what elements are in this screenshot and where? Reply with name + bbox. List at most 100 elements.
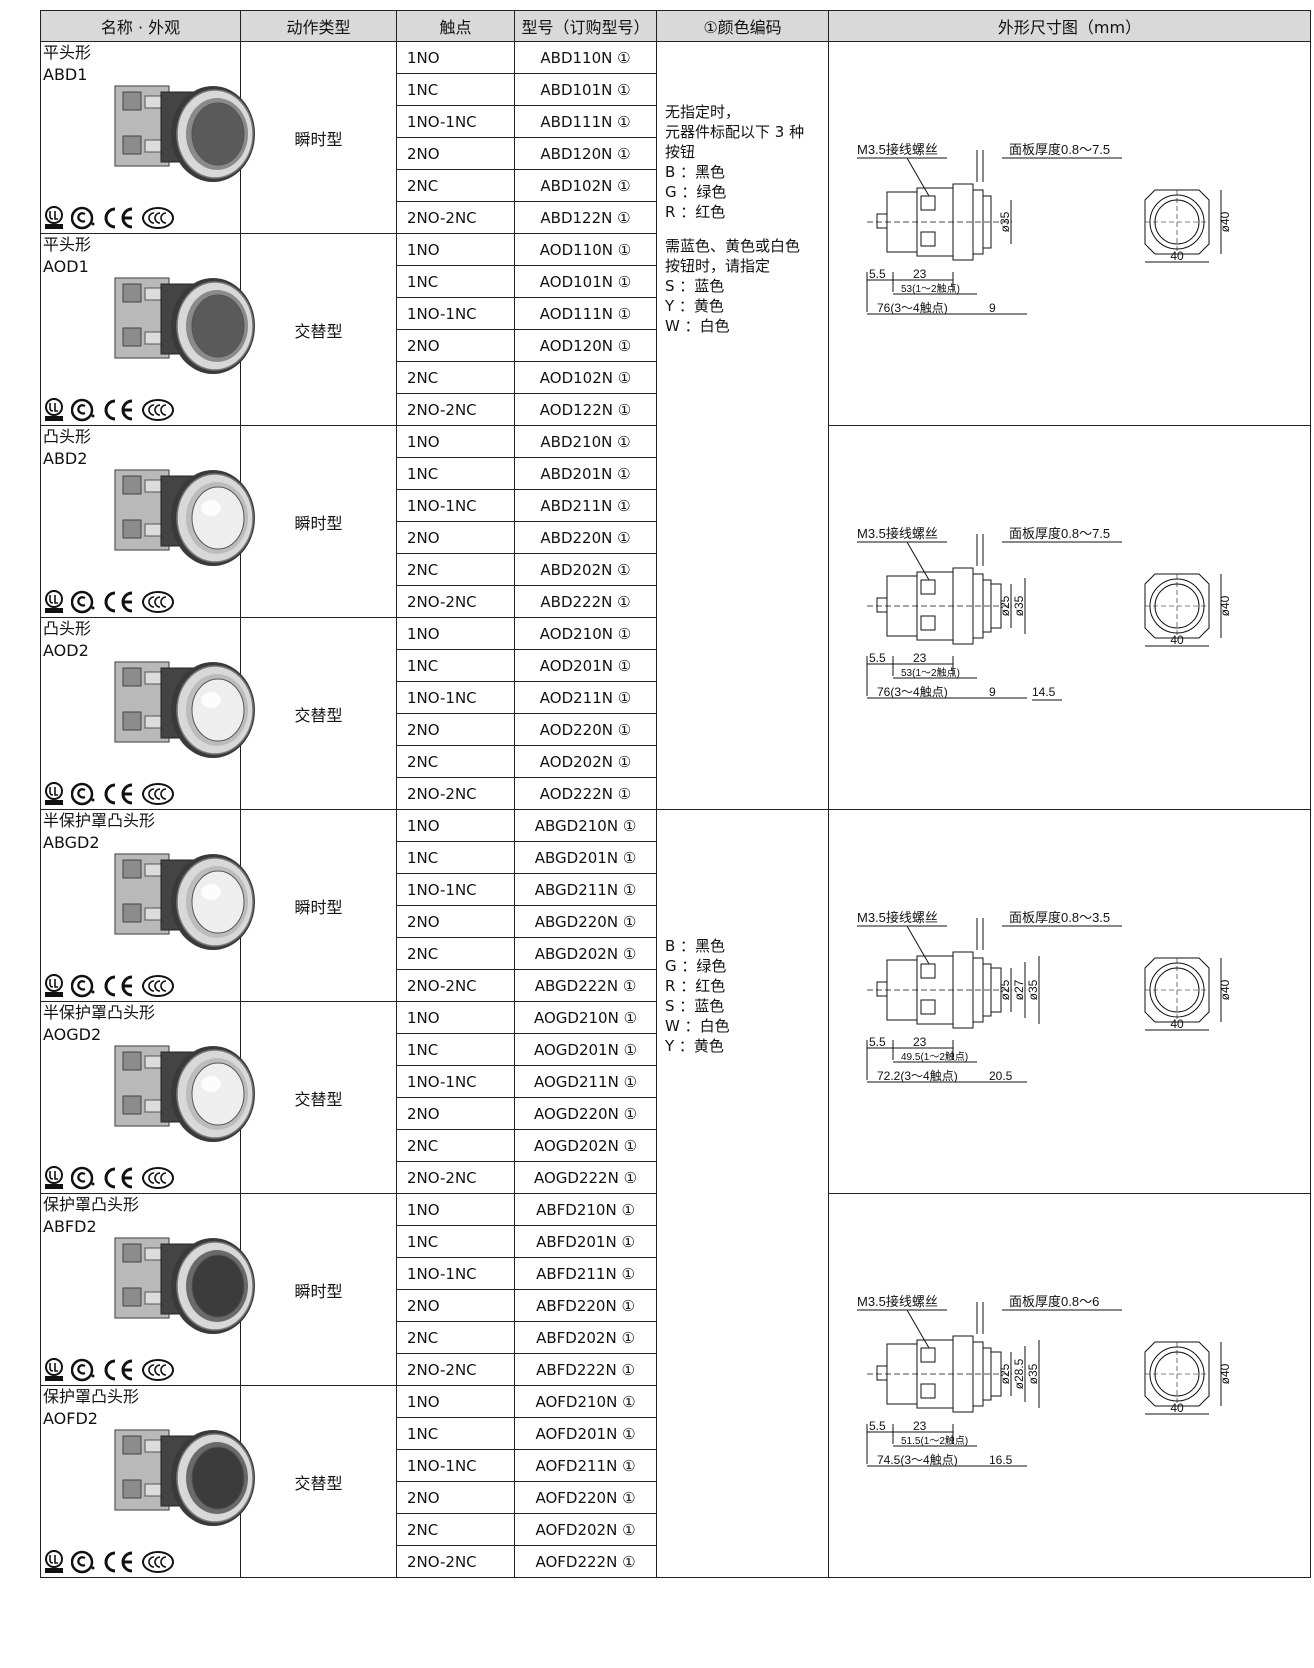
product-series-code: AOGD2: [43, 1025, 102, 1044]
push-button-photo: [114, 469, 255, 566]
contact-type: 1NO: [396, 1001, 515, 1034]
ce-mark-icon: [104, 1167, 133, 1189]
width-label: 40: [1170, 633, 1184, 647]
contact-type: 1NO-1NC: [396, 1449, 515, 1482]
color-note-line: 按钮: [665, 143, 696, 161]
csa-icon: [71, 1358, 95, 1382]
dim-label-2: 23: [913, 1035, 927, 1049]
ccc-icon: [142, 1167, 174, 1189]
model-number: ABD220N ①: [514, 521, 657, 554]
ul-listed-icon: [45, 782, 63, 805]
outer-diameter-label: ø40: [1218, 211, 1232, 232]
model-number: ABFD210N ①: [514, 1193, 657, 1226]
model-number: AOGD211N ①: [514, 1065, 657, 1098]
model-number: AOFD220N ①: [514, 1481, 657, 1514]
dim-label-5: 16.5: [989, 1453, 1013, 1467]
model-number: AOFD211N ①: [514, 1449, 657, 1482]
model-number: ABGD222N ①: [514, 969, 657, 1002]
dim-label-1: 5.5: [869, 1035, 886, 1049]
model-number: ABGD202N ①: [514, 937, 657, 970]
model-number: AOD102N ①: [514, 361, 657, 394]
certification-marks: [43, 1550, 175, 1574]
contact-type: 1NC: [396, 73, 515, 106]
csa-icon: [71, 206, 95, 230]
push-button-photo: [114, 661, 255, 758]
diameter-label: ø35: [1026, 1363, 1040, 1384]
contact-type: 2NO-2NC: [396, 1161, 515, 1194]
contact-type: 1NO-1NC: [396, 297, 515, 330]
contact-type: 2NO: [396, 329, 515, 362]
contact-type: 1NO: [396, 809, 515, 842]
push-button-photo: [114, 853, 255, 950]
ccc-icon: [142, 1359, 174, 1381]
diameter-label: ø25: [998, 1363, 1012, 1384]
certification-marks: [43, 590, 175, 614]
model-number: AOFD202N ①: [514, 1513, 657, 1546]
screw-label: M3.5接线螺丝: [857, 526, 938, 541]
color-note-line: W ：白色: [665, 317, 730, 335]
ccc-icon: [142, 207, 174, 229]
model-number: AOGD222N ①: [514, 1161, 657, 1194]
color-note-line: B ：黑色: [665, 163, 726, 181]
dim-label-4: 72.2(3～4触点): [877, 1069, 958, 1083]
panel-thickness-label: 面板厚度0.8～3.5: [1009, 910, 1110, 925]
product-series-code: AOFD2: [43, 1409, 98, 1428]
contact-type: 2NO: [396, 905, 515, 938]
action-type: 交替型: [240, 233, 397, 426]
dim-label-1: 5.5: [869, 1419, 886, 1433]
model-number: ABD110N ①: [514, 41, 657, 74]
ce-mark-icon: [104, 975, 133, 997]
color-note-line: G ：绿色: [665, 957, 727, 975]
model-number: ABD202N ①: [514, 553, 657, 586]
model-number: AOD111N ①: [514, 297, 657, 330]
contact-type: 1NC: [396, 265, 515, 298]
color-note-line: W ：白色: [665, 1017, 730, 1035]
model-number: ABD101N ①: [514, 73, 657, 106]
color-note-line: Y ：黄色: [665, 297, 724, 315]
contact-type: 1NC: [396, 1225, 515, 1258]
screw-label: M3.5接线螺丝: [857, 142, 938, 157]
ce-mark-icon: [104, 207, 133, 229]
color-note-line: B ：黑色: [665, 937, 726, 955]
color-note-line: G ：绿色: [665, 183, 727, 201]
contact-type: 2NO: [396, 1289, 515, 1322]
model-number: AOD211N ①: [514, 681, 657, 714]
model-number: AOGD220N ①: [514, 1097, 657, 1130]
color-note-line: Y ：黄色: [665, 1037, 724, 1055]
contact-type: 2NO: [396, 713, 515, 746]
product-name: 平头形: [43, 43, 92, 62]
product-name: 保护罩凸头形: [43, 1195, 140, 1214]
panel-thickness-label: 面板厚度0.8～7.5: [1009, 142, 1110, 157]
diameter-label: ø28.5: [1012, 1358, 1026, 1389]
contact-type: 2NO: [396, 1097, 515, 1130]
screw-label: M3.5接线螺丝: [857, 910, 938, 925]
model-number: ABGD201N ①: [514, 841, 657, 874]
ul-listed-icon: [45, 1358, 63, 1381]
model-number: ABD201N ①: [514, 457, 657, 490]
contact-type: 1NO-1NC: [396, 489, 515, 522]
width-label: 40: [1170, 249, 1184, 263]
model-number: ABGD210N ①: [514, 809, 657, 842]
contact-type: 1NC: [396, 841, 515, 874]
dim-label-3: 53(1～2触点): [901, 282, 960, 295]
product-table: 名称 · 外观 动作类型 触点 型号（订购型号） ①颜色编码 外形尺寸图（mm）…: [40, 10, 1311, 1578]
